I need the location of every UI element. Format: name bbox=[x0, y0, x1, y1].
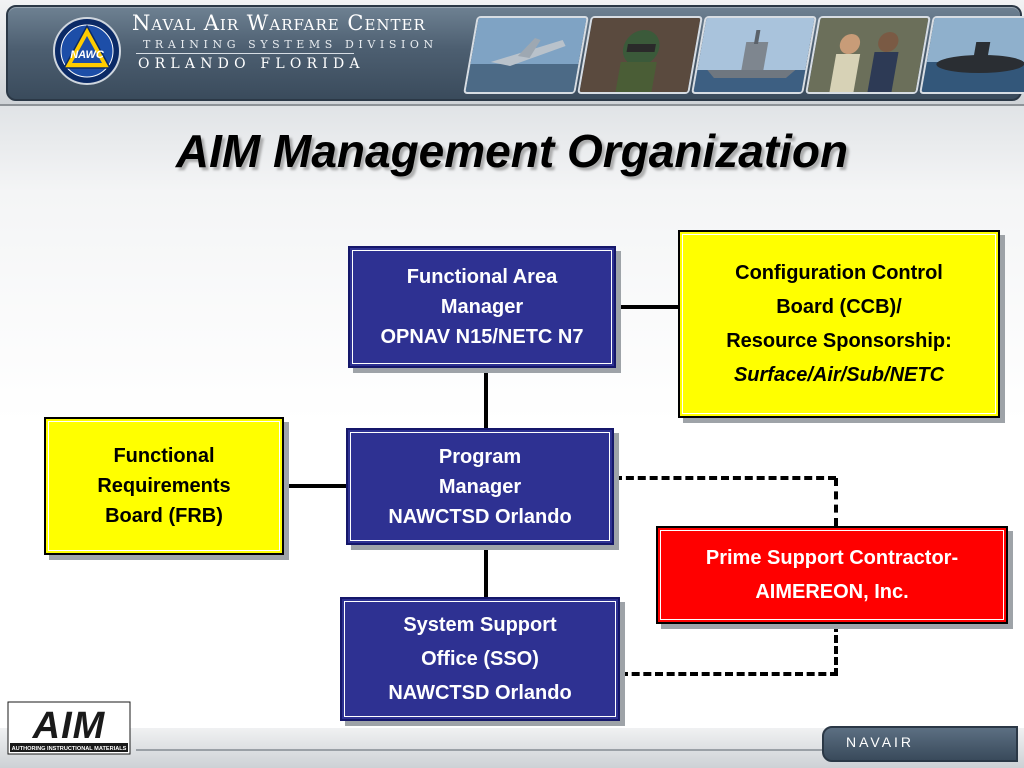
aim-logo-text: AIM bbox=[32, 705, 106, 747]
nawc-seal-logo: NAWC bbox=[53, 17, 121, 85]
frb-box: Functional Requirements Board (FRB) bbox=[44, 417, 284, 555]
header-banner: NAWC Naval Air Warfare Center TRAINING S… bbox=[0, 0, 1024, 106]
box-line-italic: Surface/Air/Sub/NETC bbox=[733, 364, 945, 386]
box-line: NAWCTSD Orlando bbox=[388, 682, 572, 704]
box-line: Resource Sponsorship: bbox=[726, 330, 952, 352]
box-line: Configuration Control bbox=[735, 262, 943, 284]
sailors-photo bbox=[805, 16, 931, 94]
connector-pm-sso bbox=[484, 545, 488, 597]
connector-frb-pm bbox=[284, 484, 346, 488]
header-subtitle: TRAINING SYSTEMS DIVISION bbox=[143, 38, 438, 51]
box-line: Office (SSO) bbox=[421, 648, 539, 670]
functional-area-manager-box: Functional Area Manager OPNAV N15/NETC N… bbox=[348, 246, 616, 368]
header-title: Naval Air Warfare Center bbox=[132, 11, 426, 35]
navair-logo: NAVAIR bbox=[846, 734, 915, 750]
box-line: System Support bbox=[403, 614, 557, 636]
seal-text: NAWC bbox=[70, 49, 105, 61]
connector-fam-ccb bbox=[616, 305, 682, 309]
box-line: Functional Area bbox=[406, 266, 558, 288]
box-line: OPNAV N15/NETC N7 bbox=[380, 326, 584, 348]
prime-support-contractor-box: Prime Support Contractor- AIMEREON, Inc. bbox=[656, 526, 1008, 624]
aim-logo-caption: AUTHORING INSTRUCTIONAL MATERIALS bbox=[12, 746, 127, 752]
jet-photo bbox=[463, 16, 589, 94]
ccb-box: Configuration Control Board (CCB)/ Resou… bbox=[678, 230, 1000, 418]
header-divider bbox=[136, 53, 354, 54]
pilot-photo bbox=[577, 16, 703, 94]
box-line: Manager bbox=[440, 296, 524, 318]
dashed-connector-lower bbox=[834, 624, 838, 676]
footer-divider bbox=[136, 749, 822, 751]
dashed-connector-upper bbox=[834, 478, 838, 526]
ship-photo bbox=[691, 16, 817, 94]
header-location: ORLANDO FLORIDA bbox=[138, 56, 365, 72]
aim-logo: AIM AUTHORING INSTRUCTIONAL MATERIALS bbox=[7, 701, 131, 755]
dashed-connector-sso bbox=[620, 672, 838, 676]
box-line: Manager bbox=[438, 475, 522, 498]
box-line: Board (CCB)/ bbox=[776, 296, 902, 318]
slide-title: AIM Management Organization bbox=[175, 125, 849, 177]
submarine-photo bbox=[919, 16, 1024, 94]
system-support-office-box: System Support Office (SSO) NAWCTSD Orla… bbox=[340, 597, 620, 721]
box-line: Functional bbox=[113, 445, 215, 467]
program-manager-box: Program Manager NAWCTSD Orlando bbox=[346, 428, 614, 545]
navair-plate bbox=[822, 726, 1018, 762]
connector-fam-pm bbox=[484, 368, 488, 430]
box-line: AIMEREON, Inc. bbox=[755, 581, 909, 603]
box-line: Requirements bbox=[97, 475, 231, 497]
dashed-connector-pm bbox=[614, 476, 836, 480]
box-line: Program bbox=[438, 445, 522, 468]
box-line: Prime Support Contractor- bbox=[705, 547, 959, 569]
box-line: NAWCTSD Orlando bbox=[388, 505, 572, 528]
box-line: Board (FRB) bbox=[105, 505, 223, 527]
